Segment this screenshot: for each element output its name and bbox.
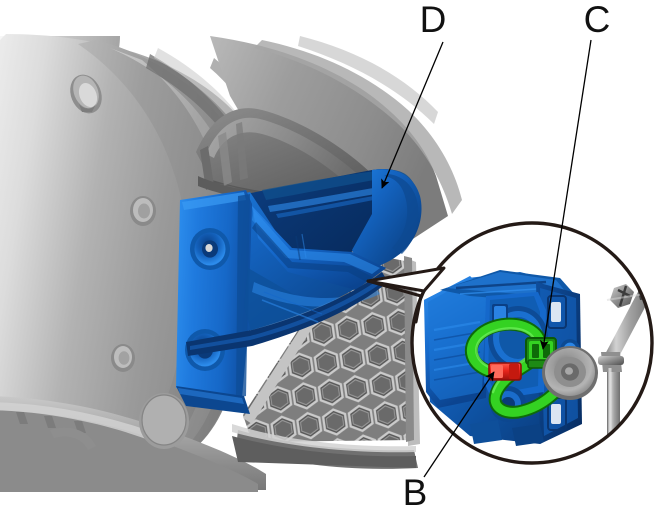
body-fastener-boss-upper [70,74,102,114]
body-access-hole [139,393,189,449]
callout-C-leader [539,39,592,350]
body-vent-slots [16,412,86,433]
body-fastener-boss-bottom [111,344,135,372]
callout-D-leader [381,41,444,189]
vehicle-body-panel [0,34,462,492]
callout-B: B [403,371,495,513]
callout-C-label: C [584,0,611,40]
callout-B-leader [423,371,495,478]
callout-D: D [381,0,447,189]
callout-B-label: B [403,472,428,513]
tube-clamp-lower [610,284,634,308]
retaining-clip [488,362,522,381]
rubber-grommet [542,346,598,400]
detail-circle-outline [410,221,654,465]
detail-view-wedge [366,266,446,324]
body-fastener-boss-lower [130,196,156,226]
callout-C: C [539,0,611,350]
bracket-bolt-hole-upper [190,228,230,270]
callouts-layer: D C B [381,0,611,513]
callout-D-label: D [420,0,447,40]
bumper-bracket [176,168,422,414]
